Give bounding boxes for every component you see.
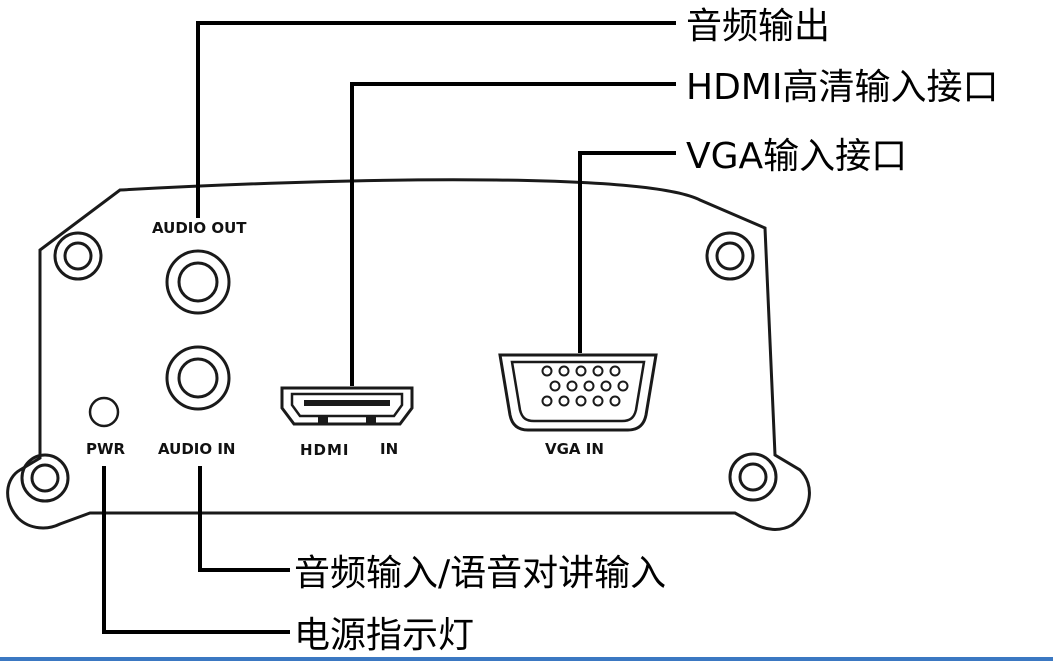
leader-hdmi-in <box>350 82 676 386</box>
vga-pin <box>609 365 621 377</box>
vga-pin <box>592 365 604 377</box>
enclosure-outline <box>6 178 811 531</box>
vga-pin <box>541 395 553 407</box>
callout-hdmi-in: HDMI高清输入接口 <box>686 67 998 108</box>
vga-pin-array <box>541 365 629 407</box>
leader-audio-in <box>198 466 290 572</box>
screw-top-right <box>705 231 755 281</box>
vga-in-panel-label: VGA IN <box>545 440 604 458</box>
pwr-panel-label: PWR <box>86 440 126 458</box>
vga-pin <box>600 380 612 392</box>
leader-vga-in <box>578 151 676 353</box>
vga-pin <box>575 395 587 407</box>
hdmi-in-panel-label: IN <box>380 440 398 458</box>
power-led <box>88 396 120 428</box>
vga-pin <box>592 395 604 407</box>
audio-in-panel-label: AUDIO IN <box>158 440 235 458</box>
bottom-accent-rule <box>0 657 1053 661</box>
vga-pin <box>609 395 621 407</box>
hdmi-logo-label: HDMI <box>300 441 350 459</box>
audio-out-panel-label: AUDIO OUT <box>152 219 247 237</box>
vga-pin <box>583 380 595 392</box>
vga-port <box>498 353 658 432</box>
vga-pin <box>549 380 561 392</box>
callout-audio-out: 音频输出 <box>686 6 830 47</box>
audio-out-jack <box>165 249 231 315</box>
vga-pin <box>558 365 570 377</box>
vga-pin <box>566 380 578 392</box>
leader-audio-out <box>196 21 676 218</box>
vga-pin <box>575 365 587 377</box>
vga-pin <box>541 365 553 377</box>
callout-audio-in: 音频输入/语音对讲输入 <box>294 553 666 594</box>
leader-power-led <box>102 466 290 634</box>
callout-vga-in: VGA输入接口 <box>686 136 907 177</box>
screw-top-left <box>53 231 103 281</box>
vga-pin <box>617 380 629 392</box>
vga-pin <box>558 395 570 407</box>
callout-power-led: 电源指示灯 <box>294 615 474 656</box>
hdmi-port <box>280 386 414 426</box>
screw-bottom-right <box>728 452 778 502</box>
audio-in-jack <box>165 345 231 411</box>
screw-bottom-left <box>20 453 70 503</box>
